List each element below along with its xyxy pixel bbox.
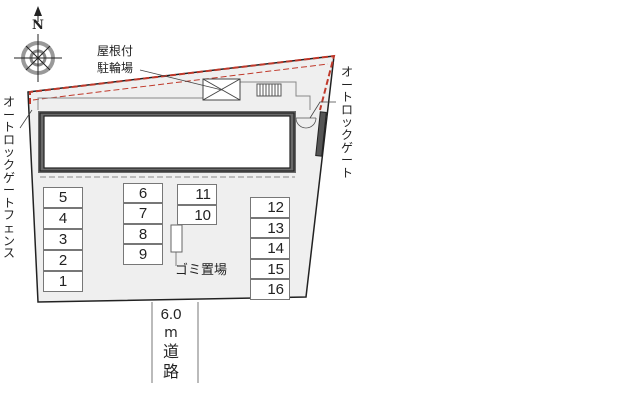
building-eaves <box>37 81 311 110</box>
parking-space: 10 <box>177 205 217 225</box>
garbage-area-box <box>170 224 183 253</box>
parking-space: 12 <box>250 197 290 218</box>
bicycle-parking-label-line2: 駐輪場 <box>97 61 134 75</box>
parking-space: 9 <box>123 244 163 265</box>
road-label: 6.0 m 道路 <box>158 306 184 382</box>
autolock-gate-fence-label: オートロックゲートフェンス <box>2 95 15 261</box>
parking-space: 13 <box>250 218 290 238</box>
garbage-area-label: ゴミ置場 <box>175 263 228 278</box>
parking-space: 5 <box>43 187 83 208</box>
parking-space: 4 <box>43 208 83 229</box>
parking-space: 15 <box>250 259 290 279</box>
grille-icon <box>256 83 282 97</box>
autolock-gate <box>315 111 327 157</box>
parking-space: 1 <box>43 271 83 292</box>
parking-space: 2 <box>43 250 83 271</box>
autolock-gate-label: オートロックゲート <box>340 65 353 180</box>
road-width: 6.0 <box>160 306 182 323</box>
road-name: 道路 <box>162 342 179 381</box>
parking-space: 3 <box>43 229 83 250</box>
bicycle-parking-label-line1: 屋根付 <box>97 44 134 58</box>
compass-rose-icon <box>14 6 62 82</box>
compass-north-label: N <box>32 18 44 33</box>
road-unit: m <box>164 325 178 341</box>
parking-space: 14 <box>250 238 290 259</box>
parking-space: 11 <box>177 184 217 205</box>
parking-space: 8 <box>123 224 163 244</box>
autolock-fence <box>29 54 336 111</box>
parking-space: 7 <box>123 203 163 224</box>
parking-space: 6 <box>123 183 163 203</box>
parking-space: 16 <box>250 279 290 300</box>
